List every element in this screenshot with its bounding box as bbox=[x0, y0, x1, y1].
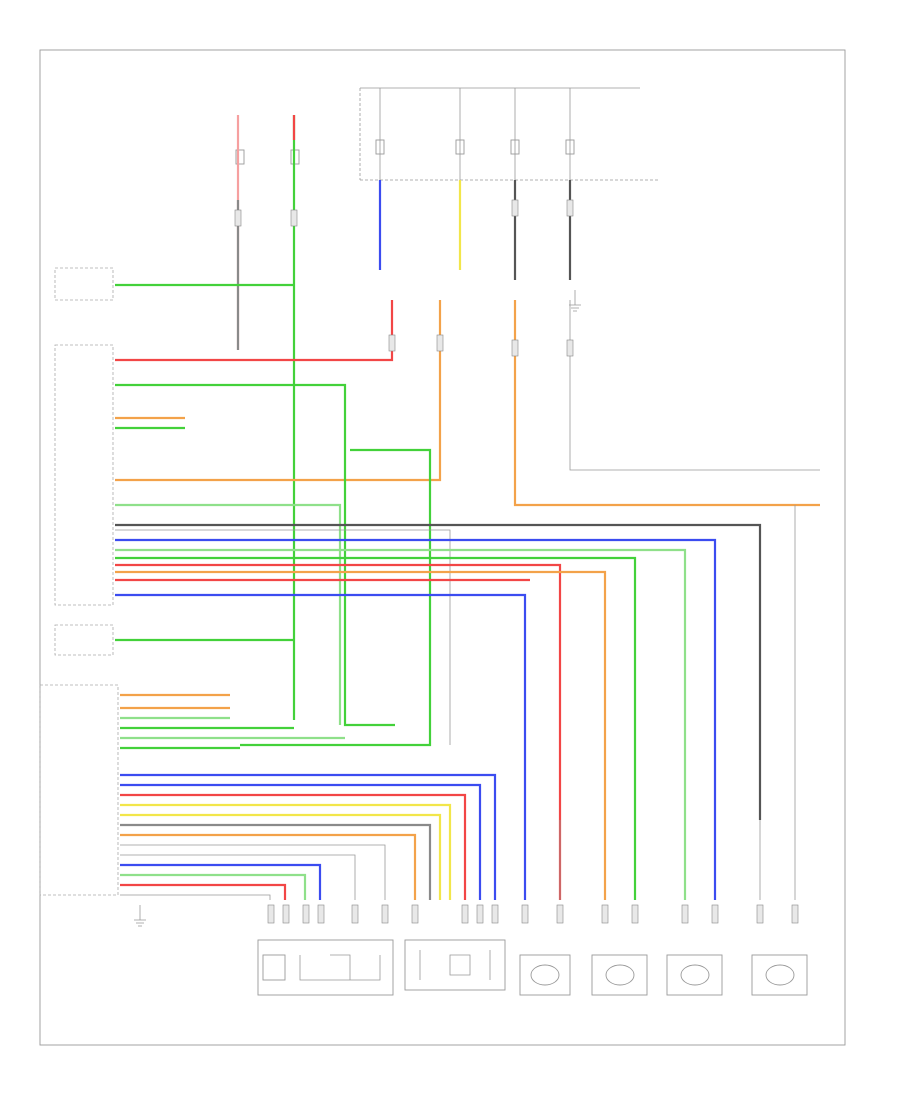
wire-lightgreen-bus bbox=[115, 503, 342, 725]
wire-yellow-lower bbox=[120, 803, 452, 900]
wire-dark-bus bbox=[115, 523, 762, 820]
sensor-box-4 bbox=[751, 954, 808, 996]
connector-pin bbox=[711, 904, 719, 924]
wire-orange-bus bbox=[115, 570, 607, 900]
wire-gray-lower-2 bbox=[120, 844, 386, 900]
connector-pin bbox=[436, 334, 444, 352]
sensor-symbol bbox=[530, 964, 560, 986]
connector-pin bbox=[601, 904, 609, 924]
connector-pins bbox=[234, 199, 799, 924]
connector-pin bbox=[317, 904, 325, 924]
connector-pin bbox=[411, 904, 419, 924]
component-box-1 bbox=[257, 939, 394, 996]
wire-yellow-lower-2 bbox=[120, 813, 442, 900]
vertical-feed-wires bbox=[115, 115, 820, 720]
component-inner-lines bbox=[299, 954, 381, 981]
connector-pin bbox=[511, 199, 519, 217]
power-distribution-area bbox=[235, 87, 660, 181]
ground-symbols bbox=[134, 290, 581, 927]
connector-pin bbox=[521, 904, 529, 924]
wire-blue-bus-2 bbox=[115, 593, 527, 900]
ground-icon bbox=[134, 905, 146, 927]
wire-gray-bus bbox=[115, 529, 451, 745]
connector-pin bbox=[302, 904, 310, 924]
bottom-components bbox=[257, 939, 808, 996]
wire-blue-bus bbox=[115, 538, 717, 900]
wire-lightgreen-lower-2 bbox=[120, 873, 307, 900]
wire-blue-lower-3 bbox=[120, 863, 322, 900]
connector-pin bbox=[290, 209, 298, 227]
ground-icon bbox=[569, 290, 581, 312]
component-box-2 bbox=[404, 939, 506, 991]
wire-green-loop bbox=[240, 448, 432, 747]
sensor-box-2 bbox=[591, 954, 648, 996]
connector-pin bbox=[476, 904, 484, 924]
legend-box bbox=[54, 267, 114, 301]
connector-pin bbox=[566, 339, 574, 357]
wire-red-lower bbox=[120, 793, 467, 900]
control-module-box-3 bbox=[39, 684, 119, 896]
connector-pin bbox=[267, 904, 275, 924]
fuse-symbol bbox=[510, 139, 520, 155]
sensor-symbol bbox=[605, 964, 635, 986]
wire-red-horizontal bbox=[115, 300, 394, 362]
connector-pin bbox=[566, 199, 574, 217]
connector-pin bbox=[511, 339, 519, 357]
sensor-box-1 bbox=[519, 954, 571, 996]
connector-pin bbox=[351, 904, 359, 924]
wire-orange-lower-2 bbox=[120, 833, 417, 900]
connector-pin bbox=[631, 904, 639, 924]
connector-pin bbox=[461, 904, 469, 924]
fuse-symbol bbox=[375, 139, 385, 155]
connector-pin bbox=[381, 904, 389, 924]
wire-gray-lower bbox=[120, 823, 432, 900]
main-bus-wires bbox=[115, 383, 762, 900]
wire-red-bus bbox=[115, 563, 562, 900]
wire-orange-horizontal bbox=[115, 300, 442, 482]
wire-gray-lower-4 bbox=[120, 894, 271, 900]
component-inner bbox=[262, 954, 286, 981]
wire-lightgreen-bus-2 bbox=[115, 548, 687, 900]
connector-pin bbox=[491, 904, 499, 924]
wire-red-lower-2 bbox=[120, 883, 287, 900]
sensor-symbol bbox=[765, 964, 795, 986]
control-module-box-1 bbox=[54, 344, 114, 606]
connector-pin bbox=[681, 904, 689, 924]
lower-module-wires bbox=[120, 505, 796, 900]
diagram-frame bbox=[39, 49, 846, 1046]
wire-blue-lower-2 bbox=[120, 783, 482, 900]
wire-orange-long bbox=[513, 300, 820, 507]
connector-pin bbox=[791, 904, 799, 924]
fuse-symbol bbox=[565, 139, 575, 155]
sensor-box-3 bbox=[666, 954, 723, 996]
connector-pin bbox=[282, 904, 290, 924]
wire-gray-long bbox=[569, 300, 820, 471]
left-modules bbox=[39, 344, 119, 896]
wire-green-bus bbox=[115, 383, 395, 727]
sensor-symbol bbox=[680, 964, 710, 986]
fuse-symbol bbox=[455, 139, 465, 155]
connector-pin bbox=[756, 904, 764, 924]
fuse-symbol bbox=[235, 149, 245, 165]
connector-pin bbox=[556, 904, 564, 924]
wire-blue-lower bbox=[120, 773, 497, 900]
wire-green-bus-2 bbox=[115, 556, 637, 900]
connector-pin bbox=[388, 334, 396, 352]
connector-pin bbox=[234, 209, 242, 227]
component-inner-lines bbox=[419, 950, 491, 980]
wire-gray-lower-3 bbox=[120, 854, 356, 900]
legend-area bbox=[54, 267, 114, 301]
control-module-box-2 bbox=[54, 624, 114, 656]
